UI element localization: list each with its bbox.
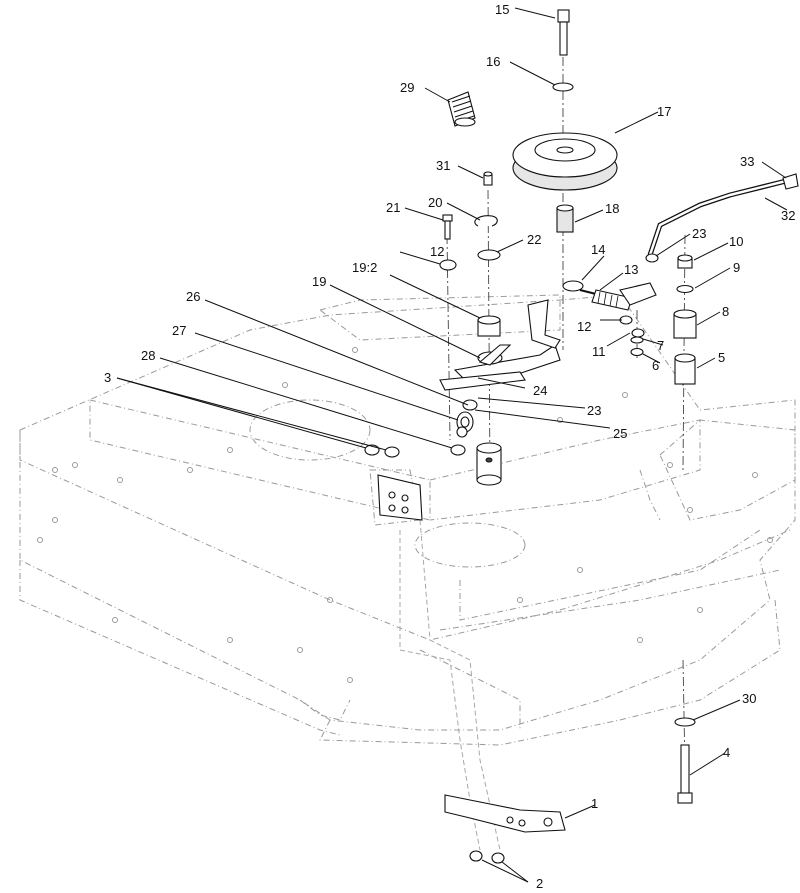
callout-10: 10 [729, 234, 743, 249]
callout-11: 11 [592, 344, 606, 359]
washer-9 [676, 284, 694, 294]
spacer-5 [674, 353, 696, 385]
washer-16 [552, 82, 574, 92]
plate-24 [439, 371, 526, 391]
clip-23-upper [645, 253, 659, 263]
washer-30 [674, 717, 696, 727]
callout-labels: 15 16 17 29 31 21 20 22 18 33 32 23 10 9… [104, 2, 795, 891]
strap-bracket-1 [444, 794, 566, 833]
callout-25: 25 [613, 426, 627, 441]
retaining-ring-20 [474, 215, 498, 227]
callout-16: 16 [486, 54, 500, 69]
idler-arm-19 [453, 299, 561, 386]
callout-13: 13 [624, 262, 638, 277]
leader-lines [116, 7, 788, 883]
callout-6: 6 [652, 358, 659, 373]
callout-19: 19 [312, 274, 326, 289]
callout-24: 24 [533, 383, 547, 398]
callout-12-lower: 12 [577, 319, 591, 334]
callout-31: 31 [436, 158, 450, 173]
callout-23-upper: 23 [692, 226, 706, 241]
bolt-4 [677, 744, 693, 804]
idler-pulley-17 [512, 132, 618, 191]
link-bracket [619, 282, 657, 338]
bushing-19-2 [477, 315, 501, 337]
grease-fitting-31 [483, 171, 493, 186]
nut-12-upper [439, 259, 457, 271]
callout-23-lower: 23 [587, 403, 601, 418]
callout-3: 3 [104, 370, 111, 385]
washer-7 [630, 336, 644, 344]
callout-19-2: 19:2 [352, 260, 377, 275]
nut-6 [630, 347, 644, 357]
callout-9: 9 [733, 260, 740, 275]
callout-8: 8 [722, 304, 729, 319]
callout-12-upper: 12 [430, 244, 444, 259]
spring-29 [447, 91, 476, 127]
pivot-hardware [456, 399, 478, 438]
bolt-21 [442, 214, 453, 240]
callout-14: 14 [591, 242, 605, 257]
callout-18: 18 [605, 201, 619, 216]
callout-4: 4 [723, 745, 730, 760]
bushing-10 [677, 254, 693, 269]
rod-32 [647, 177, 791, 256]
callout-21: 21 [386, 200, 400, 215]
callout-32: 32 [781, 208, 795, 223]
callout-2: 2 [536, 876, 543, 891]
callout-15: 15 [495, 2, 509, 17]
callout-20: 20 [428, 195, 442, 210]
knob-33 [782, 173, 799, 190]
eye-bolt-14 [562, 280, 601, 296]
callout-33: 33 [740, 154, 754, 169]
callout-5: 5 [718, 350, 725, 365]
nut-28 [450, 444, 466, 456]
nuts-2 [469, 850, 505, 864]
callout-28: 28 [141, 348, 155, 363]
turnbuckle-13 [591, 289, 633, 311]
mount-bracket [377, 474, 423, 521]
deck-outline [19, 294, 796, 851]
callout-30: 30 [742, 691, 756, 706]
bolt-15 [557, 9, 570, 56]
callout-1: 1 [591, 796, 598, 811]
callout-22: 22 [527, 232, 541, 247]
washer-22 [477, 249, 501, 261]
callout-27: 27 [172, 323, 186, 338]
callout-29: 29 [400, 80, 414, 95]
callout-7: 7 [657, 338, 664, 353]
bushing-18 [556, 204, 574, 233]
pivot-shaft [476, 442, 502, 486]
deck-holes [37, 347, 773, 683]
nuts-3 [364, 444, 400, 458]
callout-26: 26 [186, 289, 200, 304]
callout-17: 17 [657, 104, 671, 119]
bushing-8 [673, 309, 697, 339]
